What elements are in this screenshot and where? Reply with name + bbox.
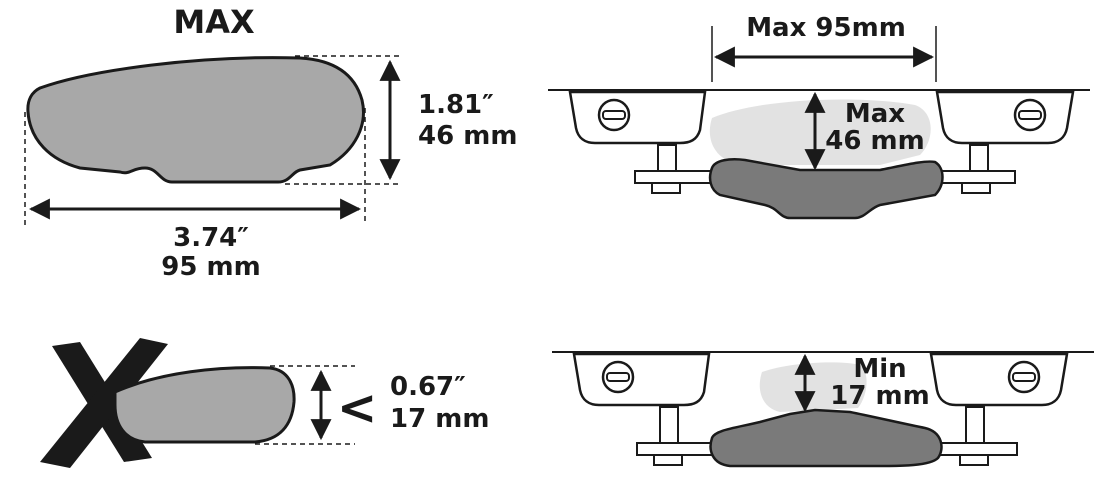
max-right-bracket	[935, 90, 1075, 145]
max-profile-panel: MAX 1.81″ 46 mm 3.74″ 95 mm	[24, 3, 517, 282]
thin-bar-profile	[113, 366, 296, 444]
max-height-in-label: 1.81″	[418, 90, 494, 120]
max-height-mm-label: 46 mm	[418, 121, 517, 151]
min-clamp-pad	[709, 408, 943, 468]
min-height-in-label: 0.67″	[390, 372, 466, 402]
max-left-bracket	[568, 90, 707, 145]
max-width-in-label: 3.74″	[173, 223, 249, 253]
max-left-lock-slot	[602, 110, 626, 120]
max-right-bolt	[969, 144, 989, 174]
min-clamp-height-label-line1: Min	[853, 354, 906, 384]
max-left-bolt	[657, 144, 677, 174]
min-right-bolt	[965, 406, 985, 446]
max-clamp-pad	[708, 158, 944, 220]
min-profile-panel: < 0.67″ 17 mm	[40, 338, 489, 468]
max-clamp-height-label-line1: Max	[845, 99, 905, 129]
min-left-lock-slot	[606, 372, 630, 382]
min-right-bracket	[929, 352, 1069, 407]
max-clamp-height-label-line2: 46 mm	[825, 126, 924, 156]
min-left-nut	[653, 454, 683, 466]
max-bar-profile	[26, 56, 365, 184]
min-height-mm-label: 17 mm	[390, 404, 489, 434]
max-right-lock-slot	[1018, 110, 1042, 120]
max-width-mm-label: 95 mm	[161, 252, 260, 282]
min-clamp-height-label-line2: 17 mm	[830, 381, 929, 411]
cross-out-mark-right-stroke	[40, 338, 168, 468]
max-heading: MAX	[173, 3, 255, 41]
clamp-min-panel: Min 17 mm	[552, 351, 1094, 468]
min-left-bracket	[572, 352, 711, 407]
max-width-label: Max 95mm	[746, 13, 906, 43]
min-left-bolt	[659, 406, 679, 446]
clamp-max-panel: Max 95mm Max 46 mm	[548, 13, 1090, 220]
min-right-lock-slot	[1012, 372, 1036, 382]
max-left-nut	[651, 182, 681, 194]
less-than-symbol: <	[337, 380, 377, 436]
min-right-nut	[959, 454, 989, 466]
max-right-nut	[961, 182, 991, 194]
